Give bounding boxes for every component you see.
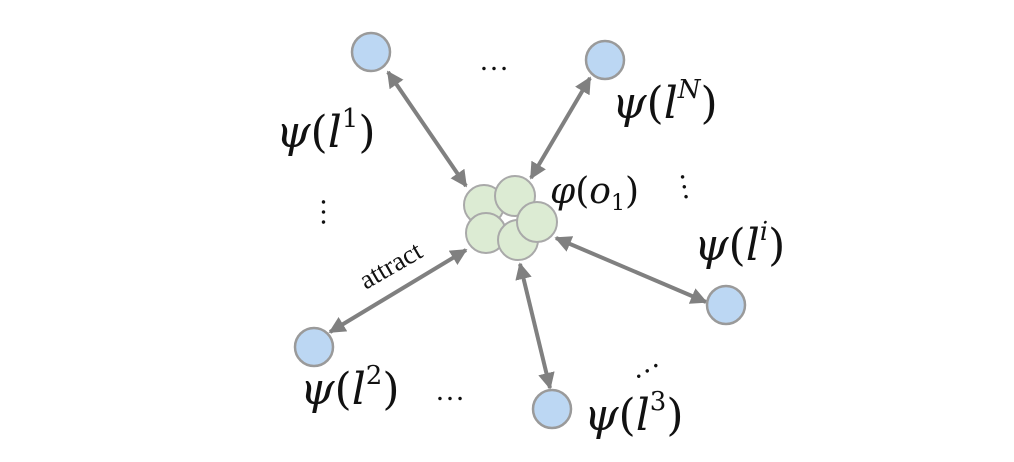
edge-label-attract: attract: [354, 235, 428, 295]
ellipsis-bottom-left: …: [435, 374, 465, 407]
ellipsis-left: …: [315, 197, 348, 227]
ellipsis-right: …: [674, 168, 712, 203]
ellipsis-bottom-right: …: [622, 342, 665, 386]
leaf-label-lN: ψ(lN): [612, 75, 718, 129]
leaf-node-li: [705, 284, 747, 326]
ellipsis-top: …: [479, 44, 509, 77]
leaf-label-l2: ψ(l2): [300, 361, 399, 415]
leaf-node-l2: [293, 326, 335, 368]
leaf-label-l1: ψ(l1): [276, 104, 375, 158]
arrow-l3: [515, 262, 555, 390]
arrow-li: [554, 236, 708, 304]
leaf-node-l1: [350, 31, 392, 73]
arrow-lN: [529, 76, 592, 180]
leaf-node-l3: [531, 388, 573, 430]
arrow-l1: [386, 70, 468, 188]
leaf-node-lN: [584, 39, 626, 81]
cluster-node: [516, 201, 558, 243]
center-cluster: [463, 175, 558, 261]
center-label: φ(o1): [550, 171, 639, 216]
arrow-l2: [328, 248, 468, 334]
leaf-label-l3: ψ(l3): [584, 387, 683, 441]
leaf-label-li: ψ(li): [694, 217, 785, 271]
